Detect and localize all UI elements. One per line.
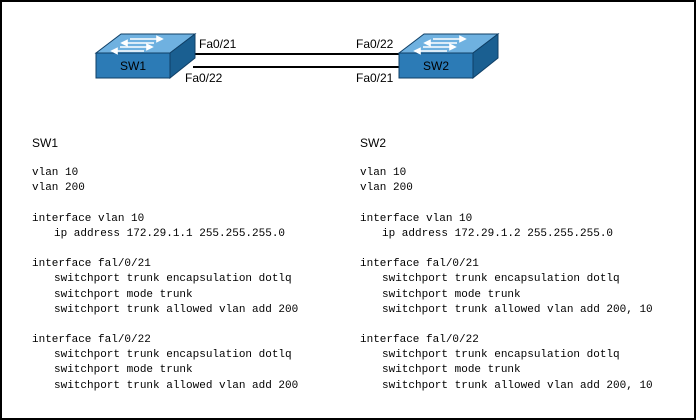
config-line: vlan 200: [32, 182, 85, 195]
config-line: switchport trunk allowed vlan add 200: [54, 379, 299, 392]
switch-arrows-icon: [413, 35, 467, 55]
switch-sw2: SW2: [397, 32, 500, 80]
config-line: switchport mode trunk: [54, 288, 193, 301]
config-line: switchport trunk encapsulation dotlq: [382, 349, 620, 362]
port-label-sw2-bottom: Fa0/21: [356, 71, 394, 85]
switch-label: SW2: [423, 59, 449, 73]
config-sw1: SW1 vlan 10 vlan 200 interface vlan 10 i…: [32, 136, 298, 394]
config-line: vlan 10: [32, 167, 79, 179]
config-title: SW1: [32, 136, 59, 150]
config-line: switchport trunk encapsulation dotlq: [382, 273, 620, 286]
port-label-sw1-bottom: Fa0/22: [185, 71, 223, 85]
config-line: interface fal/0/21: [360, 258, 479, 271]
config-line: ip address 172.29.1.2 255.255.255.0: [382, 227, 614, 240]
config-line: switchport mode trunk: [382, 288, 521, 301]
config-line: vlan 10: [360, 167, 407, 179]
topology-diagram: SW1 SW2 Fa0/21 Fa0/22 Fa0/22 Fa0/21: [94, 32, 500, 85]
config-line: switchport trunk allowed vlan add 200, 1…: [382, 303, 653, 316]
config-line: switchport mode trunk: [382, 364, 521, 377]
config-line: switchport trunk encapsulation dotlq: [54, 349, 292, 362]
switch-arrows-icon: [110, 35, 164, 55]
config-line: interface fal/0/22: [32, 334, 151, 347]
port-label-sw2-top: Fa0/22: [356, 37, 394, 51]
config-line: interface vlan 10: [32, 212, 145, 225]
port-label-sw1-top: Fa0/21: [199, 37, 237, 51]
config-line: interface vlan 10: [360, 212, 473, 225]
config-line: switchport trunk allowed vlan add 200: [54, 303, 299, 316]
config-line: interface fal/0/21: [32, 258, 151, 271]
config-line: switchport trunk allowed vlan add 200, 1…: [382, 379, 653, 392]
switch-label: SW1: [120, 59, 146, 73]
config-sw2: SW2 vlan 10 vlan 200 interface vlan 10 i…: [360, 136, 653, 394]
config-line: switchport mode trunk: [54, 364, 193, 377]
config-line: interface fal/0/22: [360, 334, 479, 347]
switch-front-face: [95, 52, 171, 79]
config-line: switchport trunk encapsulation dotlq: [54, 273, 292, 286]
switch-front-face: [398, 52, 474, 79]
switch-sw1: SW1: [94, 32, 197, 80]
config-title: SW2: [360, 136, 387, 150]
config-line: vlan 200: [360, 182, 413, 195]
config-line: ip address 172.29.1.1 255.255.255.0: [54, 227, 286, 240]
